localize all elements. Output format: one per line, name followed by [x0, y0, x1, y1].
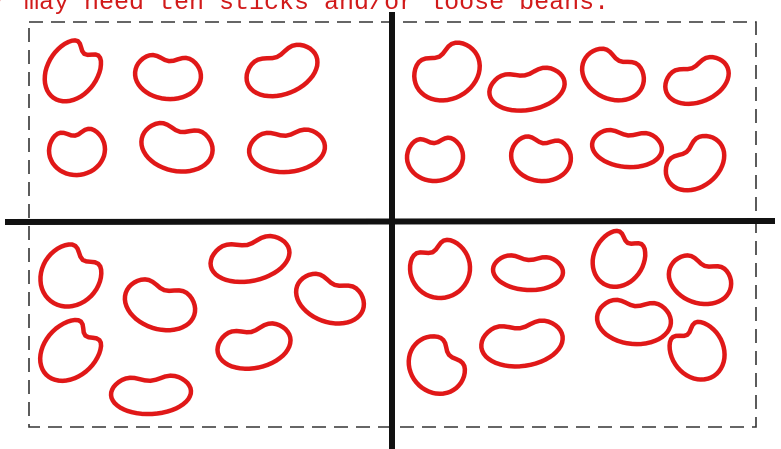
bean-icon: [214, 320, 295, 375]
horizontal-divider: [5, 221, 775, 222]
quadrant-bottom-right: [397, 225, 736, 405]
bean-icon: [207, 232, 294, 289]
bean-icon: [479, 318, 566, 372]
bean-icon: [590, 129, 663, 170]
bean-icon: [492, 254, 564, 291]
bean-icon: [508, 134, 573, 185]
bean-icon: [33, 34, 109, 112]
bean-icon: [397, 329, 472, 406]
bean-icon: [406, 137, 464, 182]
bean-icon: [658, 129, 735, 202]
bean-icon: [28, 312, 109, 393]
bean-icon: [289, 269, 369, 333]
bean-icon: [28, 237, 110, 319]
caption-text: r may need ten sticks and/or loose beans…: [0, 0, 609, 17]
bean-icon: [573, 43, 650, 110]
bean-icon: [595, 298, 672, 347]
bean-icon: [110, 375, 192, 416]
bean-icon: [403, 234, 480, 308]
quadrant-bottom-left: [28, 232, 369, 416]
bean-icon: [248, 128, 327, 175]
bean-icon: [118, 274, 200, 338]
bean-icon: [133, 54, 202, 102]
bean-icon: [137, 120, 217, 178]
bean-icon: [407, 36, 490, 112]
quadrant-top-right: [406, 36, 736, 202]
bean-icon: [487, 65, 569, 117]
bean-icon: [582, 225, 652, 296]
bean-icon: [662, 251, 737, 313]
bean-icon: [241, 39, 326, 106]
bean-icon: [47, 127, 109, 179]
quadrant-top-left: [33, 34, 327, 179]
bean-icon: [662, 316, 736, 390]
bean-icon: [660, 52, 736, 113]
